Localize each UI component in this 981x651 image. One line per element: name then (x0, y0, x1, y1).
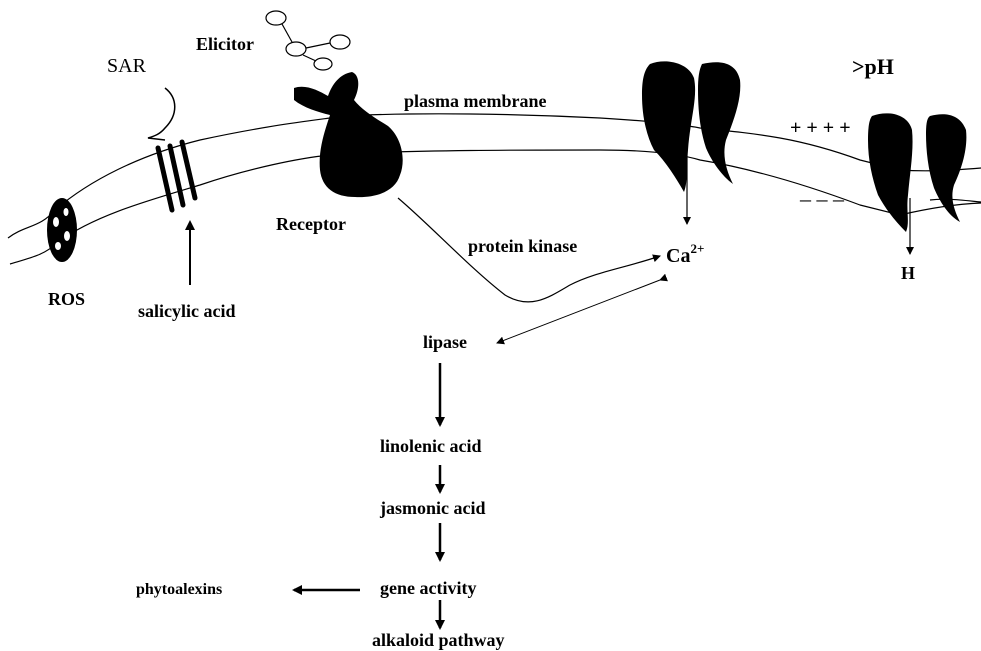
minus-charges-label: – – – (799, 186, 845, 211)
receptor-label: Receptor (276, 214, 346, 234)
sar-channel (158, 142, 195, 210)
elicitor-molecules (266, 11, 350, 70)
ph-label: >pH (852, 54, 894, 79)
protein-kinase-label: protein kinase (468, 236, 577, 256)
jasmonic-acid-label: jasmonic acid (379, 498, 486, 518)
calcium-base: Ca (666, 245, 690, 267)
calcium-superscript: 2+ (690, 241, 704, 256)
calcium-label: Ca2+ (666, 241, 704, 267)
alkaloid-pathway-label: alkaloid pathway (372, 630, 505, 650)
phytoalexins-label: phytoalexins (136, 581, 222, 598)
ros-structure (47, 198, 77, 262)
gene-activity-label: gene activity (380, 578, 476, 598)
linolenic-acid-label: linolenic acid (380, 436, 482, 456)
sar-label: SAR (107, 55, 147, 77)
salicylic-acid-label: salicylic acid (138, 301, 236, 321)
proton-channel (868, 113, 966, 232)
hydrogen-label: H (901, 263, 915, 283)
receptor-shape (294, 72, 403, 197)
calcium-lipase-arrow (497, 280, 660, 343)
elicitor-label: Elicitor (196, 34, 254, 54)
plus-charges-label: + + + + (790, 117, 851, 139)
membrane-tail-line (930, 199, 981, 202)
ros-label: ROS (48, 289, 85, 309)
lipase-label: lipase (423, 332, 467, 352)
sar-pointer-line (148, 88, 175, 140)
plasma-membrane-label: plasma membrane (404, 91, 547, 111)
